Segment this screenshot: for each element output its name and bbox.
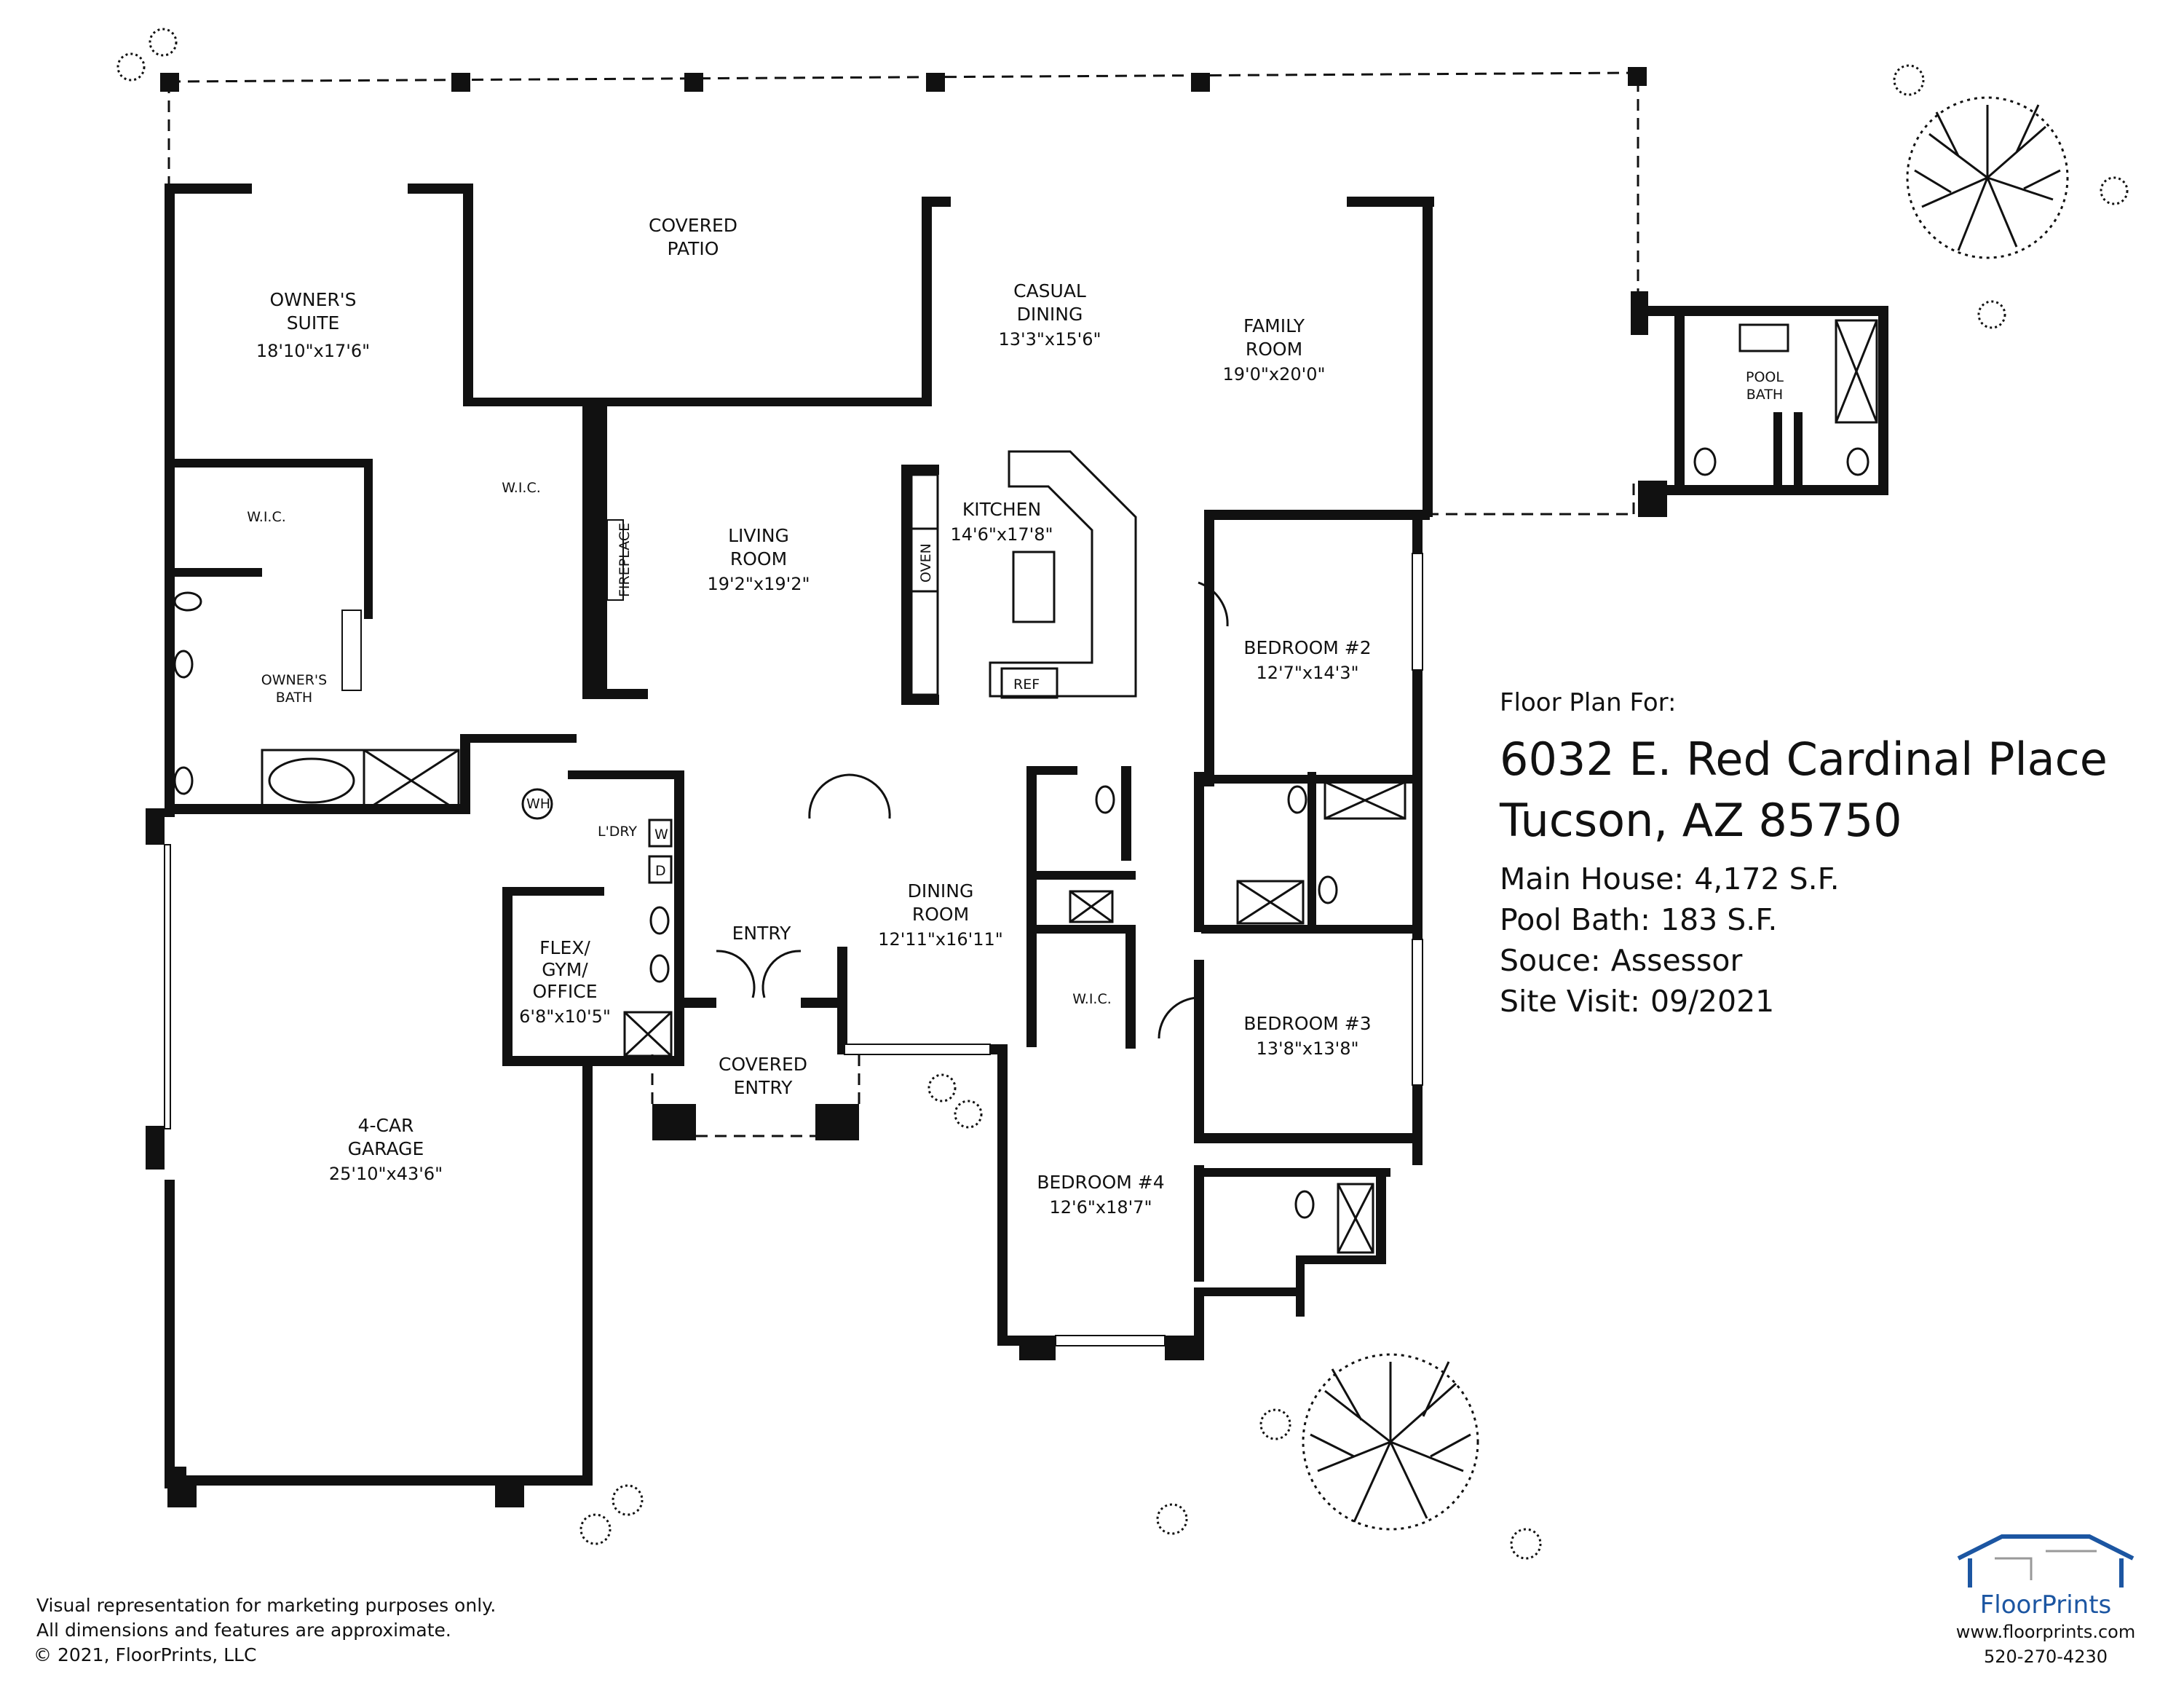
room-dim-bedroom-4: 12'6"x18'7" bbox=[1049, 1197, 1152, 1218]
room-name-covered-entry: COVERED bbox=[719, 1054, 807, 1075]
room-dim-bedroom-3: 13'8"x13'8" bbox=[1256, 1038, 1358, 1059]
stat-source: Souce: Assessor bbox=[1500, 940, 2108, 981]
floorprints-logo: FloorPrints www.floorprints.com 520-270-… bbox=[1936, 1529, 2155, 1668]
room-name-casual-dining: CASUAL bbox=[1013, 280, 1086, 301]
stat-value: 4,172 S.F. bbox=[1694, 861, 1840, 896]
room-name-garage-2: GARAGE bbox=[348, 1138, 424, 1159]
room-name-family-room: FAMILY bbox=[1243, 315, 1305, 336]
logo-website[interactable]: www.floorprints.com bbox=[1955, 1622, 2136, 1642]
disclaimer: Visual representation for marketing purp… bbox=[36, 1593, 496, 1643]
property-info: Floor Plan For: 6032 E. Red Cardinal Pla… bbox=[1500, 688, 2108, 1022]
room-name-wic-2: W.I.C. bbox=[502, 480, 541, 496]
room-name-wic-1: W.I.C. bbox=[247, 509, 286, 525]
room-name-owners-suite-2: SUITE bbox=[287, 312, 340, 334]
room-name-covered-patio: COVERED bbox=[649, 215, 737, 236]
room-name-flex-3: OFFICE bbox=[532, 981, 597, 1002]
room-name-living-room-2: ROOM bbox=[730, 548, 787, 569]
room-dim-family-room: 19'0"x20'0" bbox=[1222, 364, 1325, 384]
room-name-bedroom-2: BEDROOM #2 bbox=[1243, 637, 1371, 658]
stat-main-house: Main House: 4,172 S.F. bbox=[1500, 859, 2108, 899]
room-name-garage: 4-CAR bbox=[358, 1115, 414, 1136]
stat-value: 183 S.F. bbox=[1660, 902, 1778, 937]
landscape bbox=[116, 28, 2129, 1560]
room-dim-garage: 25'10"x43'6" bbox=[329, 1164, 443, 1184]
room-name-casual-dining-2: DINING bbox=[1017, 304, 1083, 325]
stat-label: Site Visit: bbox=[1500, 984, 1640, 1019]
room-dim-owners-suite: 18'10"x17'6" bbox=[256, 341, 370, 361]
room-dim-kitchen: 14'6"x17'8" bbox=[950, 524, 1053, 545]
patio-outline bbox=[160, 67, 1647, 516]
dryer-label: D bbox=[655, 863, 666, 879]
tree-large-bottom bbox=[1302, 1353, 1479, 1531]
room-name-covered-entry-2: ENTRY bbox=[734, 1077, 794, 1098]
room-dim-dining-room: 12'11"x16'11" bbox=[878, 929, 1003, 950]
room-name-owners-bath: OWNER'S bbox=[261, 672, 327, 688]
stat-label: Pool Bath: bbox=[1500, 902, 1650, 937]
fixtures: FIREPLACE OVEN REF WH W D bbox=[173, 319, 1878, 1254]
stat-pool-bath: Pool Bath: 183 S.F. bbox=[1500, 899, 2108, 940]
copyright: © 2021, FloorPrints, LLC bbox=[33, 1644, 257, 1665]
room-name-dining-room-2: ROOM bbox=[912, 904, 969, 925]
stat-value: Assessor bbox=[1610, 943, 1743, 978]
washer-label: W bbox=[654, 827, 668, 843]
room-name-bedroom-4: BEDROOM #4 bbox=[1037, 1172, 1164, 1193]
address-line-1: 6032 E. Red Cardinal Place bbox=[1500, 733, 2108, 786]
address-line-2: Tucson, AZ 85750 bbox=[1500, 794, 1902, 847]
room-name-bedroom-3: BEDROOM #3 bbox=[1243, 1013, 1371, 1034]
room-name-laundry: L'DRY bbox=[598, 824, 637, 840]
room-name-entry: ENTRY bbox=[732, 923, 792, 944]
logo-brand: FloorPrints bbox=[1979, 1590, 2112, 1620]
house-outline-icon bbox=[1957, 1534, 2134, 1588]
exterior-walls bbox=[146, 184, 1888, 1507]
room-name-kitchen: KITCHEN bbox=[962, 499, 1041, 520]
room-name-flex-2: GYM/ bbox=[542, 959, 588, 980]
oven-label: OVEN bbox=[918, 543, 934, 583]
water-heater-label: WH bbox=[526, 796, 550, 812]
tree-large-right bbox=[1906, 96, 2069, 259]
stat-label: Main House: bbox=[1500, 861, 1685, 896]
room-name-covered-patio-2: PATIO bbox=[668, 238, 719, 259]
disclaimer-line-1: Visual representation for marketing purp… bbox=[36, 1595, 496, 1616]
room-labels: COVERED PATIO OWNER'S SUITE 18'10"x17'6"… bbox=[247, 215, 1784, 1218]
logo-phone: 520-270-4230 bbox=[1983, 1646, 2108, 1667]
room-name-pool-bath-2: BATH bbox=[1746, 387, 1783, 403]
stat-label: Souce: bbox=[1500, 943, 1601, 978]
room-name-family-room-2: ROOM bbox=[1246, 339, 1302, 360]
room-name-wic-3: W.I.C. bbox=[1072, 991, 1112, 1007]
stat-site-visit: Site Visit: 09/2021 bbox=[1500, 981, 2108, 1022]
room-dim-flex: 6'8"x10'5" bbox=[519, 1006, 611, 1027]
fireplace-label: FIREPLACE bbox=[617, 523, 633, 597]
disclaimer-line-2: All dimensions and features are approxim… bbox=[36, 1620, 451, 1641]
room-name-owners-bath-2: BATH bbox=[276, 690, 312, 706]
room-dim-living-room: 19'2"x19'2" bbox=[707, 574, 810, 594]
room-name-flex: FLEX/ bbox=[539, 937, 590, 958]
room-dim-casual-dining: 13'3"x15'6" bbox=[998, 329, 1101, 350]
room-name-pool-bath: POOL bbox=[1746, 369, 1784, 385]
stat-value: 09/2021 bbox=[1650, 984, 1775, 1019]
room-name-owners-suite: OWNER'S bbox=[269, 289, 356, 310]
info-header: Floor Plan For: bbox=[1500, 688, 1677, 717]
room-dim-bedroom-2: 12'7"x14'3" bbox=[1256, 663, 1358, 683]
ref-label: REF bbox=[1013, 677, 1040, 693]
room-name-dining-room: DINING bbox=[908, 880, 974, 902]
room-name-living-room: LIVING bbox=[728, 525, 789, 546]
